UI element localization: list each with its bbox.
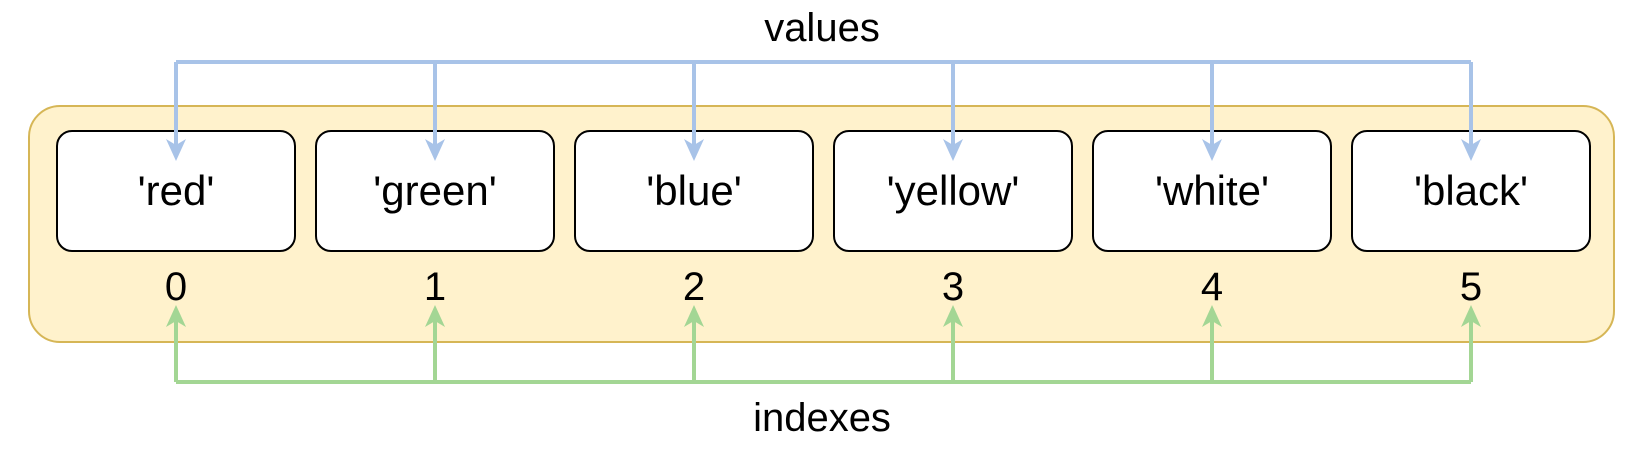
index-label: 3: [941, 265, 965, 309]
value-box: 'white': [1092, 130, 1332, 252]
index-label: 1: [423, 265, 447, 309]
index-label: 0: [164, 265, 188, 309]
indexes-row: 0 1 2 3 4 5: [56, 267, 1591, 307]
value-box: 'red': [56, 130, 296, 252]
index-label: 4: [1200, 265, 1224, 309]
value-box: 'yellow': [833, 130, 1073, 252]
values-label: values: [764, 6, 880, 50]
value-text: 'red': [137, 167, 215, 214]
index-label: 5: [1459, 265, 1483, 309]
value-text: 'black': [1413, 167, 1529, 214]
values-row: 'red' 'green' 'blue' 'yellow' 'white' 'black': [56, 130, 1591, 252]
value-box: 'blue': [574, 130, 814, 252]
index-label: 2: [682, 265, 706, 309]
value-text: 'blue': [646, 167, 742, 214]
indexes-label: indexes: [753, 396, 891, 440]
value-box: 'black': [1351, 130, 1591, 252]
value-text: 'green': [373, 167, 497, 214]
value-box: 'green': [315, 130, 555, 252]
value-text: 'yellow': [886, 167, 1020, 214]
value-text: 'white': [1154, 167, 1270, 214]
